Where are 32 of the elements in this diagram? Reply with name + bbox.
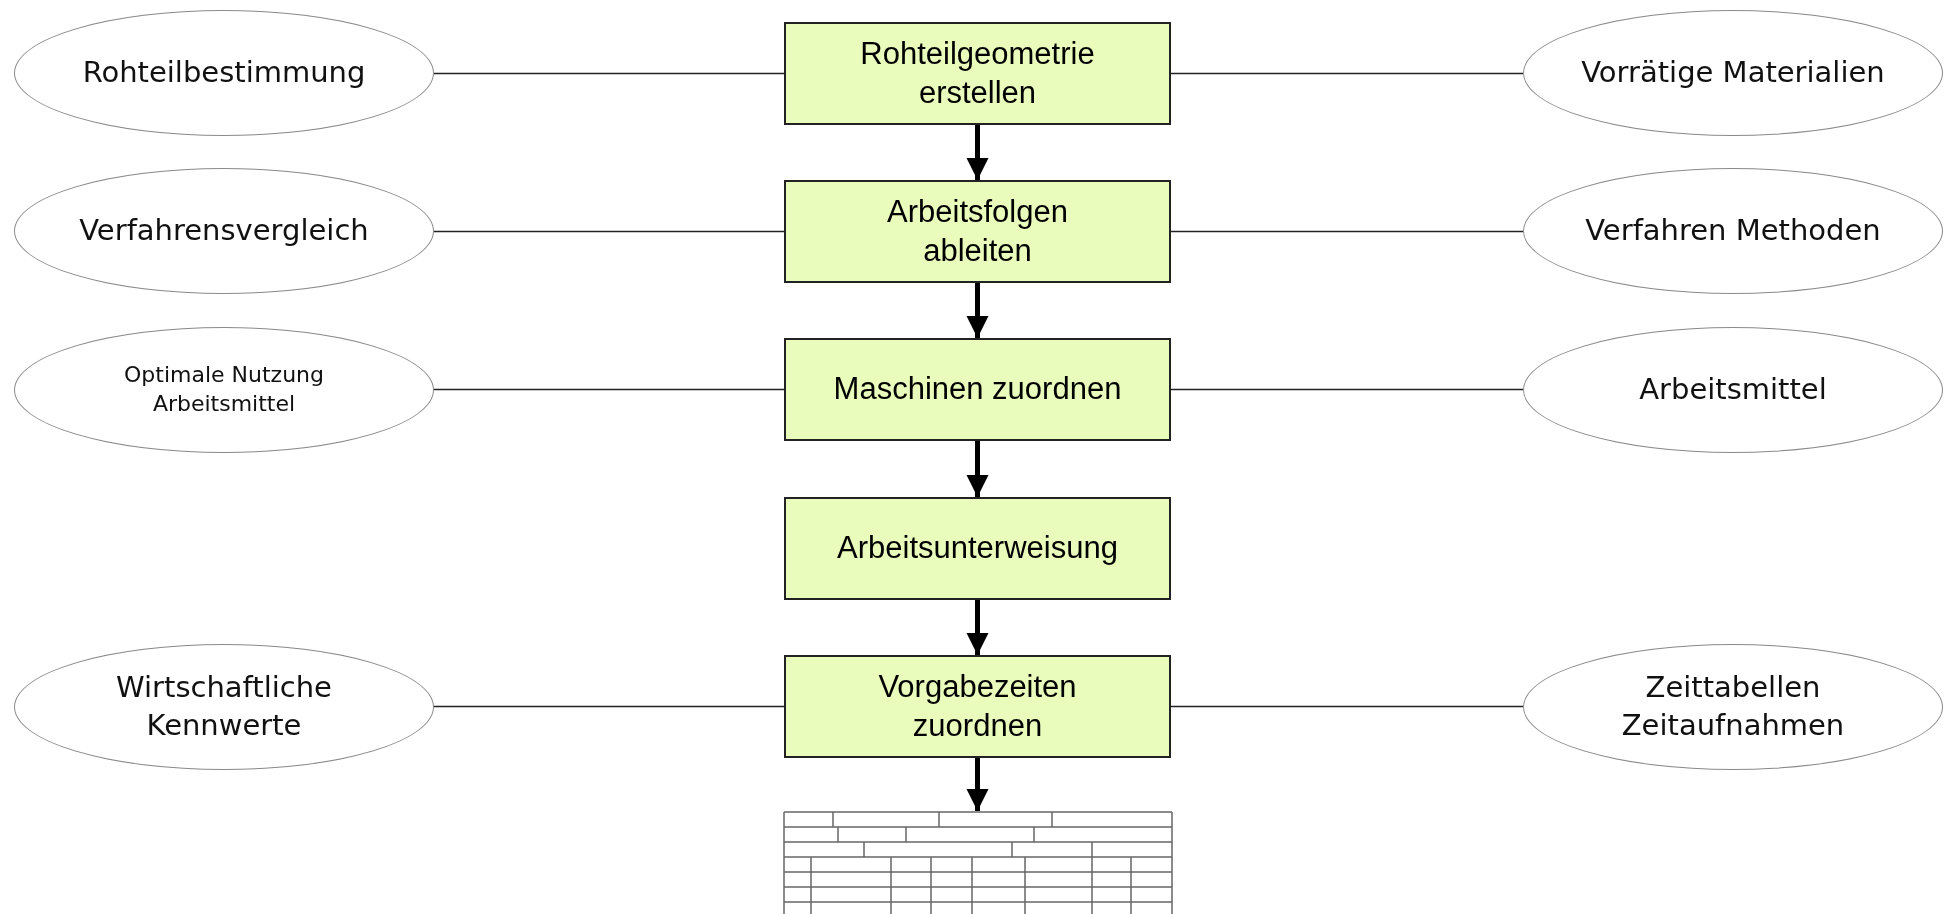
arrow xyxy=(966,600,989,655)
ellipse-label: Wirtschaftliche Kennwerte xyxy=(115,669,333,744)
process-label: Maschinen zuordnen xyxy=(833,370,1122,409)
process-box xyxy=(784,338,1171,441)
ellipse-label: Vorrätige Materialien xyxy=(1581,54,1885,92)
connector-line xyxy=(433,230,785,233)
process-box xyxy=(784,497,1171,600)
process-label: Vorgabezeiten zuordnen xyxy=(877,667,1078,745)
connector-line xyxy=(433,388,785,391)
connector-line xyxy=(1170,230,1524,233)
connector-line xyxy=(1170,705,1524,708)
ellipse-label: Zeittabellen Zeitaufnahmen xyxy=(1620,669,1846,744)
process-box xyxy=(784,180,1171,283)
ellipse-label: Arbeitsmittel xyxy=(1639,371,1827,409)
arrow xyxy=(966,441,989,497)
process-box xyxy=(784,655,1171,758)
connector-line xyxy=(433,705,785,708)
arrow xyxy=(966,125,989,180)
ellipse-label: Verfahren Methoden xyxy=(1585,212,1881,250)
connector-line xyxy=(433,72,785,75)
table-drawing xyxy=(783,811,1173,914)
arrow xyxy=(966,283,989,338)
connector-line xyxy=(1170,388,1524,391)
connector-line xyxy=(1170,72,1524,75)
process-label: Arbeitsunterweisung xyxy=(837,529,1118,568)
arrow xyxy=(966,758,989,811)
ellipse-label: Rohteilbestimmung xyxy=(82,54,366,92)
ellipse-label: Optimale Nutzung Arbeitsmittel xyxy=(123,361,325,418)
process-box xyxy=(784,22,1171,125)
ellipse-label: Verfahrensvergleich xyxy=(79,212,369,250)
process-label: Rohteilgeometrie erstellen xyxy=(859,34,1096,112)
process-label: Arbeitsfolgen ableiten xyxy=(886,192,1069,270)
